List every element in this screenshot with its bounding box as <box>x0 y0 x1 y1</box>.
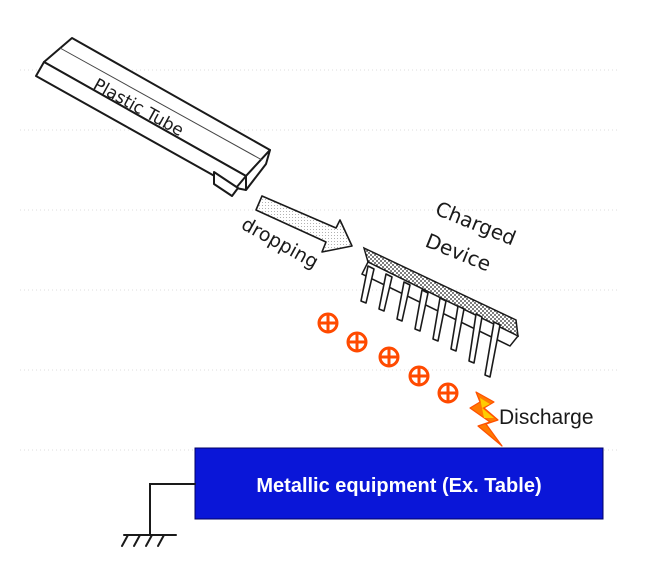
charge-plus-icon <box>317 312 339 334</box>
charge-plus-icon <box>346 331 368 353</box>
ground-icon <box>121 483 196 547</box>
device-pins <box>360 265 501 378</box>
plastic-tube: Plastic Tube <box>35 37 271 197</box>
charge-plus-icon <box>437 382 459 404</box>
spark-icon <box>469 391 503 447</box>
background-guides <box>20 69 620 451</box>
charged-device <box>360 246 520 378</box>
charge-plus-icon <box>408 365 430 387</box>
dropping-arrow <box>255 195 353 253</box>
table-label: Metallic equipment (Ex. Table) <box>256 475 541 497</box>
discharge-label: Discharge <box>499 406 594 429</box>
charge-plus-icon <box>378 346 400 368</box>
charge-markers <box>317 312 459 404</box>
metallic-table: Metallic equipment (Ex. Table) <box>194 447 604 520</box>
